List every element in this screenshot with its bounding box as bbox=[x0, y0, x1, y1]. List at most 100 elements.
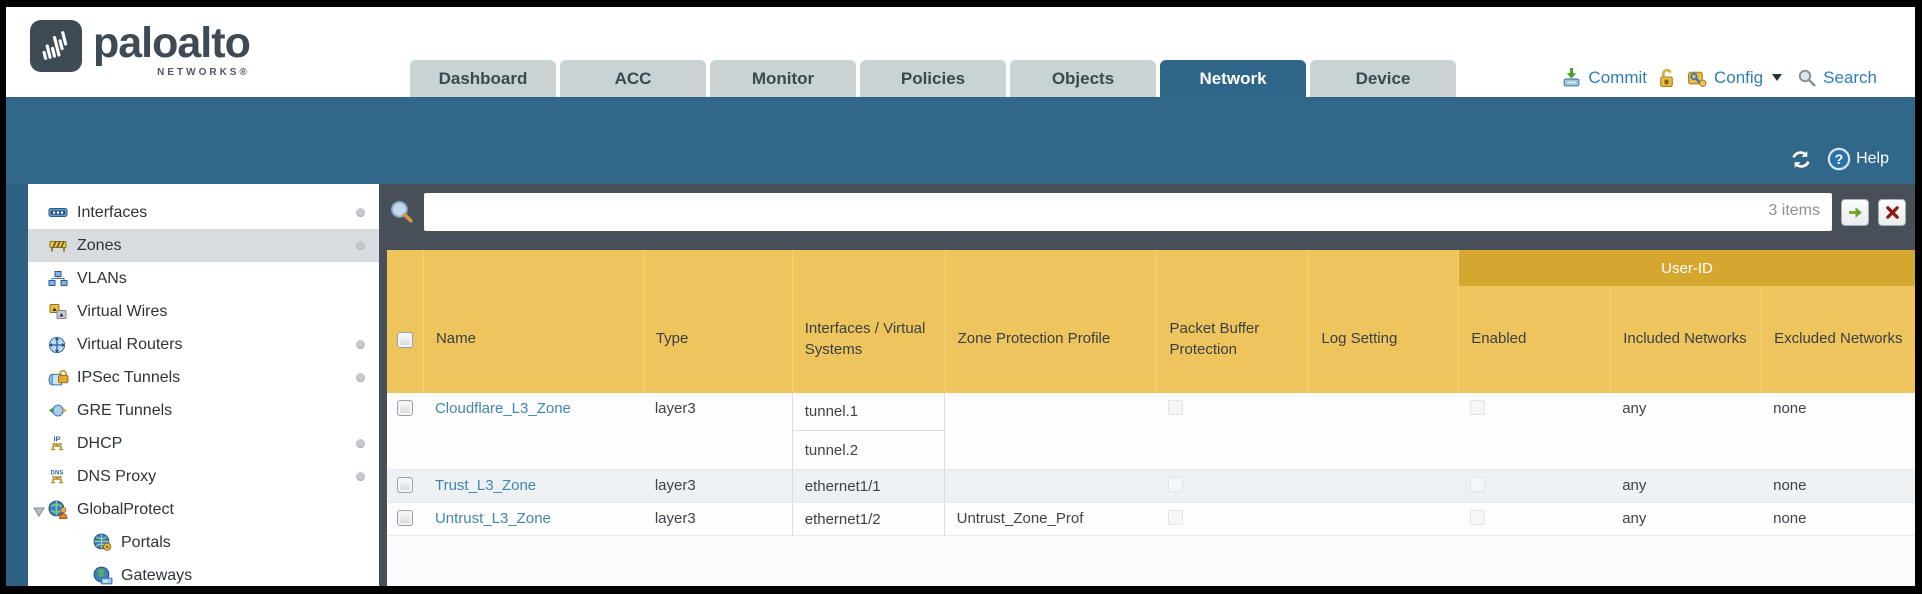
commit-button[interactable]: Commit bbox=[1588, 67, 1647, 87]
zone-name-link[interactable]: Untrust_L3_Zone bbox=[434, 510, 551, 527]
pending-changes-dot bbox=[356, 439, 365, 448]
lock-icon[interactable] bbox=[1656, 67, 1677, 88]
col-header-name[interactable]: Name bbox=[422, 250, 643, 393]
col-header-select-all[interactable] bbox=[387, 250, 423, 393]
sidebar-item-zones[interactable]: Zones bbox=[28, 229, 379, 262]
zone-name-link[interactable]: Trust_L3_Zone bbox=[434, 477, 537, 494]
cell-log-setting bbox=[1308, 393, 1458, 469]
tab-acc[interactable]: ACC bbox=[560, 60, 706, 97]
col-header-included-networks[interactable]: Included Networks bbox=[1610, 250, 1761, 393]
tab-dashboard[interactable]: Dashboard bbox=[410, 60, 556, 97]
sidebar-item-gre-tunnels[interactable]: GRE Tunnels bbox=[28, 394, 379, 427]
cell-zone-protection-profile: Untrust_Zone_Prof bbox=[956, 510, 1084, 527]
zone-name-link[interactable]: Cloudflare_L3_Zone bbox=[434, 400, 571, 417]
sidebar-item-label: Gateways bbox=[121, 566, 193, 584]
expander-triangle-icon[interactable] bbox=[33, 504, 45, 522]
sidebar-item-label: Portals bbox=[121, 533, 171, 551]
col-header-zone-protection-profile[interactable]: Zone Protection Profile bbox=[944, 250, 1157, 393]
col-header-log-setting[interactable]: Log Setting bbox=[1308, 250, 1458, 393]
cell-zone-protection-profile bbox=[945, 393, 1157, 469]
sidebar-item-vlans[interactable]: VLANs bbox=[28, 262, 379, 295]
cell-type: layer3 bbox=[654, 400, 696, 417]
sidebar-item-label: GlobalProtect bbox=[77, 500, 174, 518]
paloalto-logo-icon bbox=[30, 20, 82, 72]
cell-excluded-networks: none bbox=[1773, 477, 1807, 494]
interface-entry: ethernet1/1 bbox=[804, 477, 881, 495]
left-teal-strip bbox=[6, 184, 28, 586]
brand-sub: NETWORKS® bbox=[157, 67, 250, 78]
items-count: 3 items bbox=[1768, 202, 1820, 219]
sidebar-item-gateways[interactable]: Gateways bbox=[28, 559, 379, 586]
sidebar-item-label: IPSec Tunnels bbox=[77, 368, 181, 386]
col-header-interfaces-virtual-systems[interactable]: Interfaces / Virtual Systems bbox=[791, 250, 945, 393]
tab-objects[interactable]: Objects bbox=[1010, 60, 1156, 97]
cell-included-networks: any bbox=[1622, 400, 1647, 417]
refresh-icon[interactable] bbox=[1789, 149, 1813, 170]
pending-changes-dot bbox=[356, 472, 365, 481]
paloalto-logo: paloalto NETWORKS® bbox=[30, 19, 251, 78]
row-select-cell bbox=[387, 470, 423, 502]
brand-name: paloalto bbox=[93, 19, 251, 67]
cell-zone-protection-profile bbox=[945, 470, 1157, 502]
apply-filter-button[interactable] bbox=[1841, 198, 1869, 226]
row-select-cell bbox=[387, 393, 423, 469]
tab-monitor[interactable]: Monitor bbox=[710, 60, 856, 97]
cell-user-id-enabled bbox=[1458, 503, 1610, 535]
col-header-enabled[interactable]: Enabled bbox=[1458, 250, 1610, 393]
sidebar-item-interfaces[interactable]: Interfaces bbox=[28, 196, 379, 229]
sidebar-item-globalprotect[interactable]: GlobalProtect bbox=[28, 493, 379, 526]
col-header-excluded-networks[interactable]: Excluded Networks bbox=[1761, 250, 1915, 393]
col-header-label: Name bbox=[435, 330, 476, 348]
vlans-icon bbox=[48, 269, 70, 288]
interfaces-icon bbox=[48, 203, 70, 222]
cell-type: layer3 bbox=[654, 510, 696, 527]
col-header-label: Packet Buffer Protection bbox=[1169, 320, 1260, 358]
user-id-group-header: User-ID bbox=[1459, 250, 1915, 286]
config-menu-button[interactable]: Config bbox=[1713, 67, 1764, 87]
tab-network[interactable]: Network bbox=[1160, 60, 1306, 97]
row-checkbox[interactable] bbox=[396, 477, 413, 493]
sidebar-item-virtual-wires[interactable]: Virtual Wires bbox=[28, 295, 379, 328]
tab-policies[interactable]: Policies bbox=[860, 60, 1006, 97]
row-checkbox[interactable] bbox=[396, 400, 413, 416]
filter-input[interactable]: 3 items bbox=[424, 193, 1832, 231]
globalprotect-icon bbox=[48, 500, 70, 519]
help-label[interactable]: Help bbox=[1856, 150, 1889, 167]
cell-included-networks: any bbox=[1622, 477, 1647, 494]
help-icon[interactable]: ? bbox=[1827, 147, 1851, 171]
cell-excluded-networks: none bbox=[1773, 400, 1807, 417]
sidebar-item-dhcp[interactable]: IP DHCP bbox=[28, 427, 379, 460]
search-button[interactable]: Search bbox=[1823, 67, 1877, 87]
dhcp-icon: IP bbox=[48, 434, 70, 453]
select-all-checkbox[interactable] bbox=[396, 331, 413, 348]
sidebar-item-portals[interactable]: Portals bbox=[28, 526, 379, 559]
portals-icon bbox=[92, 533, 114, 552]
col-header-label: Included Networks bbox=[1623, 330, 1747, 348]
commit-icon bbox=[1561, 67, 1582, 88]
tab-device[interactable]: Device bbox=[1310, 60, 1456, 97]
dns-proxy-icon: DNS bbox=[48, 467, 70, 486]
cell-packet-buffer-protection bbox=[1156, 470, 1308, 502]
chevron-down-icon[interactable] bbox=[1772, 74, 1783, 81]
cell-interfaces: ethernet1/1 bbox=[791, 470, 945, 502]
sidebar-item-virtual-routers[interactable]: Virtual Routers bbox=[28, 328, 379, 361]
packet-buffer-checkbox bbox=[1168, 400, 1184, 415]
col-header-packet-buffer-protection[interactable]: Packet Buffer Protection bbox=[1156, 250, 1308, 393]
row-checkbox[interactable] bbox=[396, 510, 413, 526]
col-header-type[interactable]: Type bbox=[642, 250, 792, 393]
svg-text:IP: IP bbox=[53, 435, 60, 444]
clear-filter-button[interactable] bbox=[1878, 198, 1906, 226]
interface-entry: tunnel.1 bbox=[792, 393, 944, 431]
pending-changes-dot bbox=[356, 373, 365, 382]
virtual-routers-icon bbox=[48, 335, 70, 354]
col-header-label: Zone Protection Profile bbox=[957, 330, 1111, 348]
sidebar-item-label: DHCP bbox=[77, 434, 123, 452]
cell-log-setting bbox=[1308, 503, 1458, 535]
filter-search-icon bbox=[388, 199, 415, 226]
sidebar-item-ipsec-tunnels[interactable]: IPSec Tunnels bbox=[28, 361, 379, 394]
user-id-enabled-checkbox bbox=[1470, 400, 1486, 415]
